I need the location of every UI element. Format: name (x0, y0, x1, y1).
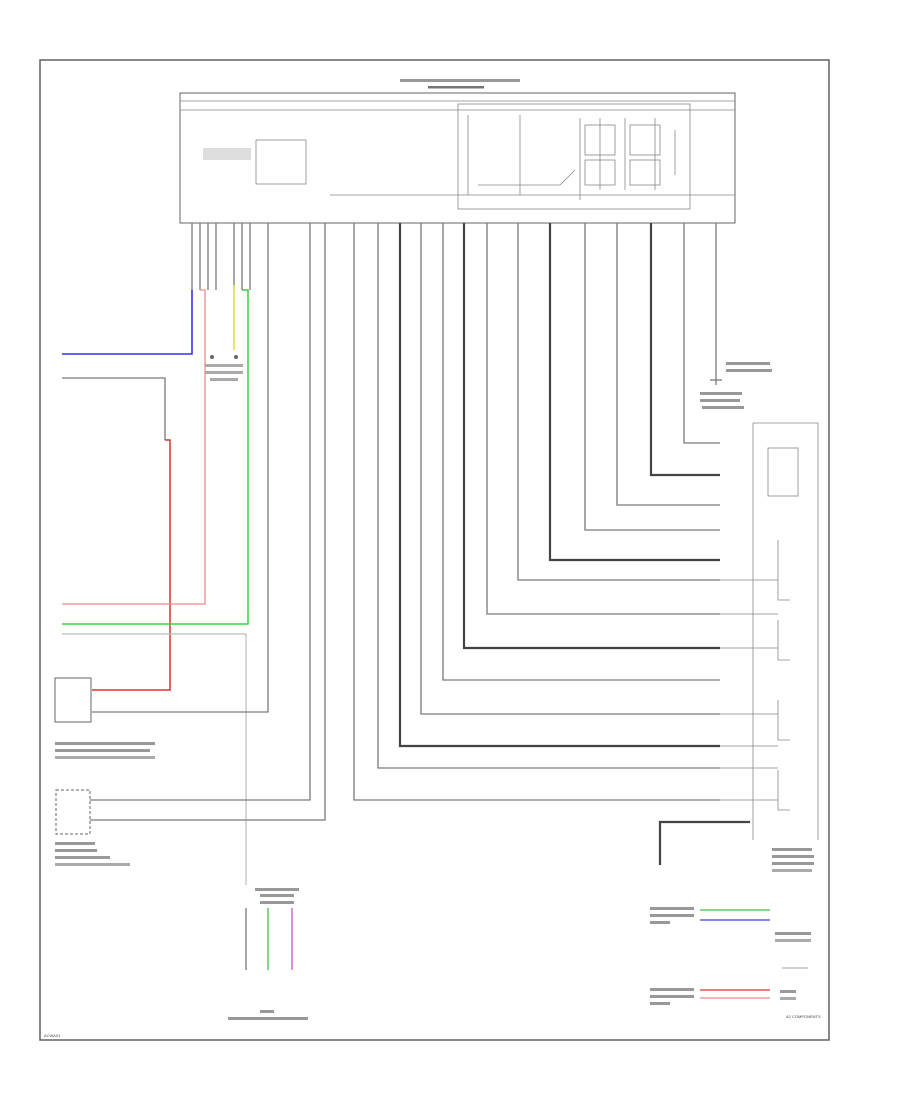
module-subtitle-block (428, 86, 484, 89)
legend-green-block (650, 907, 811, 969)
left-sensor-module-2 (55, 223, 326, 866)
bottom-switch-connector (228, 888, 308, 1020)
wire-grey-left (62, 377, 166, 440)
left-pin-group (191, 223, 269, 290)
wire-lightgrey (62, 633, 247, 885)
internal-power-block (255, 139, 307, 185)
top-right-ground (700, 362, 772, 409)
main-control-module (179, 79, 736, 224)
wire-sensor-ground (92, 290, 269, 713)
legend-red-block: A2 COMPONENTS (650, 988, 821, 1019)
wire-blue (62, 290, 193, 355)
wire-red-main (92, 439, 171, 691)
component-id: A2 COMPONENTS (786, 1014, 821, 1019)
diagram-frame (39, 59, 830, 1041)
internal-relay-block (457, 103, 691, 210)
wire-green (62, 289, 249, 625)
module-title-block (400, 79, 520, 82)
internal-block-label (203, 148, 251, 160)
page-id: ACWA01 (44, 1033, 61, 1038)
central-wire-bus (353, 223, 720, 801)
bottom-right-ground (658, 820, 750, 865)
right-control-unit (720, 422, 819, 872)
junction-connector (205, 355, 243, 381)
left-sensor-module (54, 677, 155, 759)
wire-pink (62, 289, 206, 605)
